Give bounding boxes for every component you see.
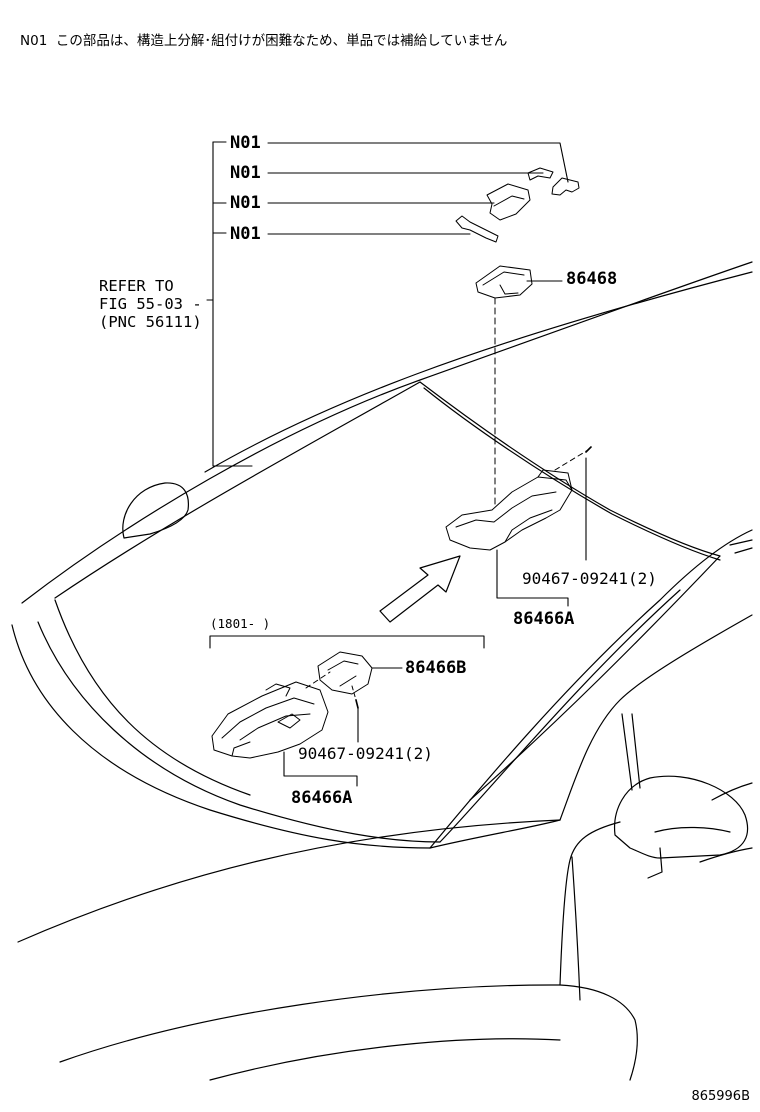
label-n01-2: N01 xyxy=(230,163,261,183)
screw-upper xyxy=(585,446,592,453)
label-86466a-upper: 86466A xyxy=(513,609,575,629)
label-86466b: 86466B xyxy=(405,658,467,678)
refer-line-3: (PNC 56111) xyxy=(99,313,202,331)
label-n01-1: N01 xyxy=(230,133,261,153)
part-86466a-upper-shape xyxy=(445,469,573,551)
label-90467-upper: 90467-09241(2) xyxy=(522,569,657,588)
figure-id: 865996B xyxy=(691,1089,750,1104)
dashed-guide-screw-upper xyxy=(554,449,589,471)
leader-86466a-upper xyxy=(496,457,587,607)
leader-lower xyxy=(283,707,359,787)
note-text: N01 この部品は、構造上分解･組付けが困難なため、単品では補給していません xyxy=(20,33,507,49)
note-description: この部品は、構造上分解･組付けが困難なため、単品では補給していません xyxy=(55,33,508,49)
part-86466b-shape xyxy=(317,651,403,695)
refer-line-1: REFER TO xyxy=(99,277,174,295)
variant-bracket xyxy=(209,635,485,649)
note-code: N01 xyxy=(20,33,48,49)
direction-arrow xyxy=(379,555,461,623)
n01-small-parts xyxy=(455,167,580,243)
refer-line-2: FIG 55-03 - xyxy=(99,295,202,313)
part-86466a-lower-shape xyxy=(211,681,329,759)
vehicle-outline xyxy=(11,261,753,1081)
label-86466a-lower: 86466A xyxy=(291,788,353,808)
part-86468-shape xyxy=(475,265,533,299)
label-86468: 86468 xyxy=(566,269,618,289)
dashed-guide-screw-lower xyxy=(351,685,357,701)
n01-leader-lines xyxy=(206,141,569,467)
screw-lower xyxy=(355,699,359,709)
label-n01-4: N01 xyxy=(230,224,261,244)
label-date-range: (1801- ) xyxy=(210,616,271,631)
label-n01-3: N01 xyxy=(230,193,261,213)
dashed-guide-lower xyxy=(305,671,331,689)
label-90467-lower: 90467-09241(2) xyxy=(298,744,433,763)
